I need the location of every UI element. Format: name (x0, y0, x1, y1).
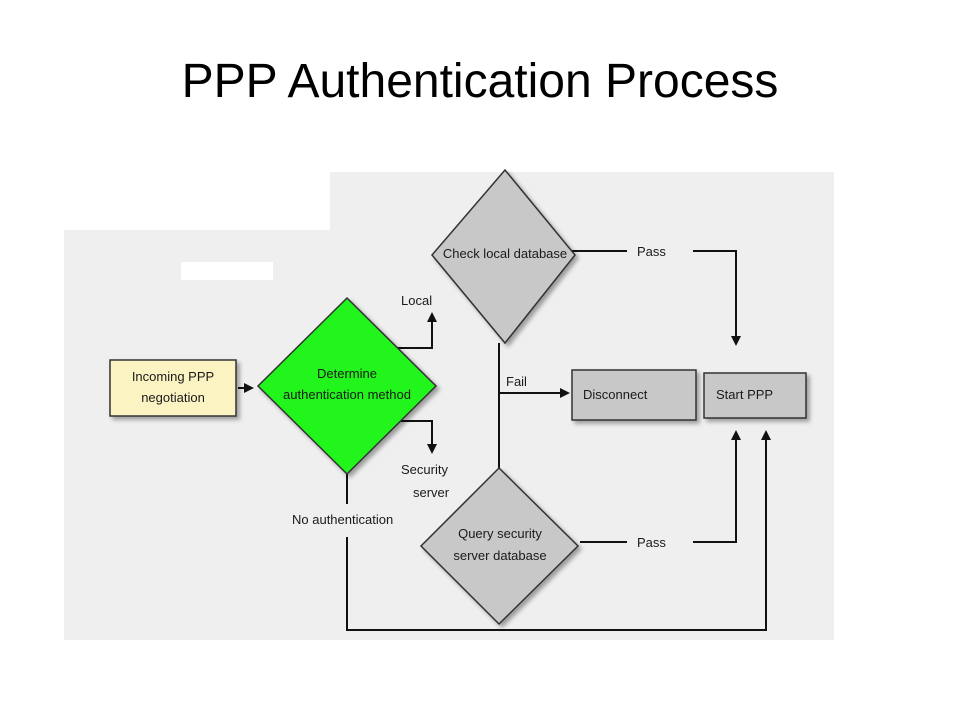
query-security-diamond (419, 466, 580, 626)
connector-no-auth-b (346, 430, 771, 631)
start-ppp-label: Start PPP (716, 387, 773, 402)
edge-label-pass-bottom: Pass (637, 535, 666, 550)
edge-labels: Local Security server No authentication … (292, 244, 666, 550)
connector-security (398, 420, 437, 454)
edge-label-pass-top: Pass (637, 244, 666, 259)
node-start-ppp: Start PPP (703, 372, 807, 419)
node-incoming-ppp: Incoming PPP negotiation (109, 359, 237, 417)
determine-label-line1: Determine (317, 366, 377, 381)
node-query-security-server: Query security server database (419, 466, 580, 626)
start-ppp-box (703, 372, 807, 419)
whiteout-patch (181, 262, 273, 280)
diagram-background (64, 172, 834, 640)
incoming-label-line1: Incoming PPP (132, 369, 214, 384)
node-determine-method: Determine authentication method (256, 296, 438, 476)
query-security-label-line1: Query security (458, 526, 542, 541)
node-check-local-database: Check local database (431, 168, 576, 345)
connectors (238, 250, 771, 631)
incoming-label-line2: negotiation (141, 390, 205, 405)
connector-pass-top-b (693, 250, 741, 346)
check-local-diamond (431, 168, 576, 345)
query-security-label-line2: server database (453, 548, 546, 563)
disconnect-label: Disconnect (583, 387, 648, 402)
disconnect-box (571, 369, 697, 421)
determine-diamond (256, 296, 438, 476)
edge-label-security-line1: Security (401, 462, 448, 477)
incoming-box (109, 359, 237, 417)
node-disconnect: Disconnect (571, 369, 697, 421)
edge-label-local: Local (401, 293, 432, 308)
check-local-label: Check local database (443, 246, 567, 261)
connector-local (398, 312, 437, 349)
determine-label-line2: authentication method (283, 387, 411, 402)
slide-title: PPP Authentication Process (181, 55, 779, 108)
connector-pass-bottom-b (693, 430, 741, 543)
edge-label-security-line2: server (413, 485, 450, 500)
edge-label-fail: Fail (506, 374, 527, 389)
edge-label-no-auth: No authentication (292, 512, 393, 527)
